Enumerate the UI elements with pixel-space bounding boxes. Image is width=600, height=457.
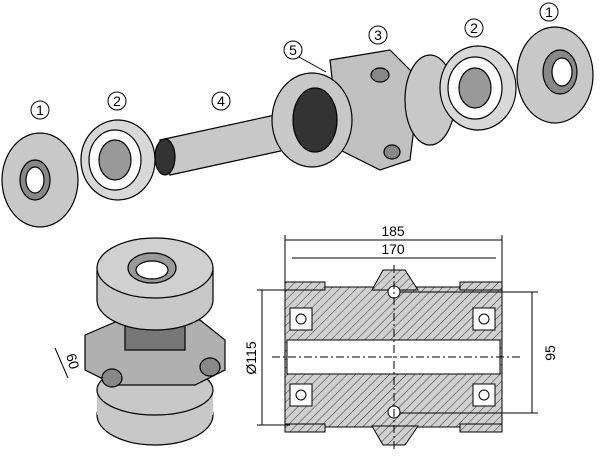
dimension-diameter: Ø115 — [243, 289, 290, 426]
svg-text:60: 60 — [63, 352, 83, 371]
svg-text:185: 185 — [381, 223, 405, 239]
svg-text:95: 95 — [542, 345, 558, 361]
shaft — [154, 114, 286, 176]
callout-2-left: 2 — [107, 91, 127, 111]
callout-4: 4 — [211, 91, 231, 111]
svg-text:2: 2 — [470, 20, 478, 36]
svg-text:3: 3 — [374, 27, 382, 43]
roller-body — [271, 49, 456, 171]
svg-text:1: 1 — [545, 4, 553, 20]
svg-text:Ø115: Ø115 — [243, 341, 259, 374]
callout-1-right: 1 — [539, 2, 559, 22]
callout-3: 3 — [368, 25, 388, 45]
dimension-flange-width: 60 — [54, 347, 83, 379]
callout-1-left: 1 — [30, 100, 50, 120]
svg-text:4: 4 — [217, 93, 225, 109]
callout-5: 5 — [283, 40, 327, 73]
dimension-bolt-spacing: 95 — [400, 291, 558, 414]
assembled-roller — [84, 237, 226, 446]
svg-text:170: 170 — [381, 241, 405, 257]
dimension-overall-length: 185 — [284, 223, 503, 290]
outer-cap-left — [1, 132, 79, 228]
outer-cap-right — [516, 26, 594, 124]
dimension-inner-length: 170 — [292, 241, 496, 259]
bearing-left — [80, 119, 156, 201]
callout-2-right: 2 — [464, 18, 484, 38]
svg-text:1: 1 — [36, 102, 44, 118]
section-view — [272, 265, 520, 450]
bearing-right — [439, 45, 517, 131]
svg-text:5: 5 — [289, 42, 297, 58]
svg-text:2: 2 — [113, 93, 121, 109]
